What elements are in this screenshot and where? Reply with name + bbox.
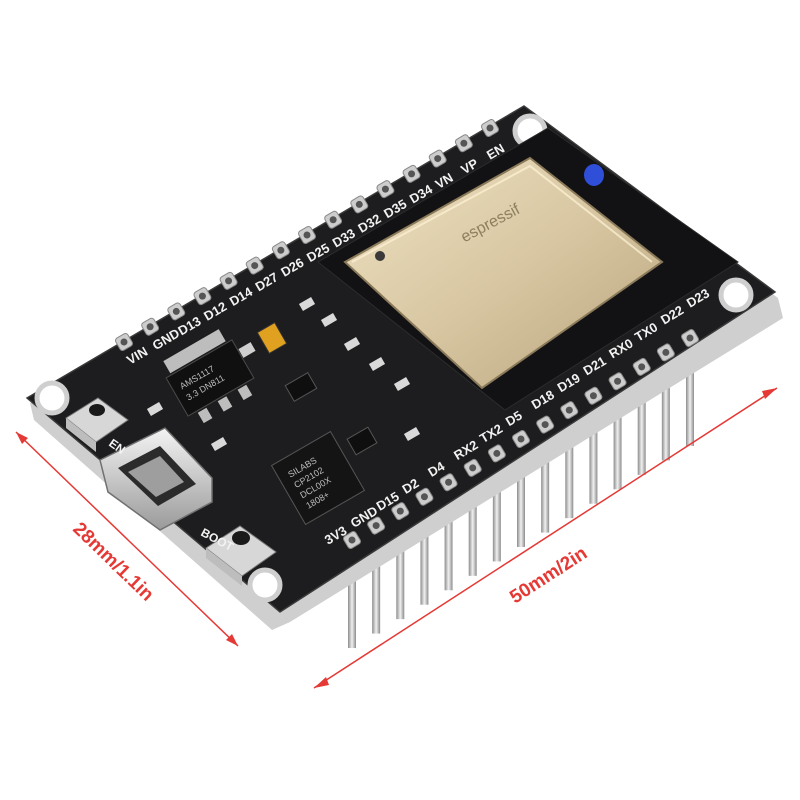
pin-hole-top-6	[251, 262, 259, 270]
voltage-regulator: AMS1117 3.3 DN811	[163, 329, 255, 424]
pin-hole-top-3	[172, 307, 180, 315]
header-pin-bottom-1	[348, 540, 356, 648]
pin-hole-bottom-10	[565, 406, 573, 414]
pin-hole-bottom-3	[396, 507, 404, 515]
pin-hole-bottom-15	[686, 334, 694, 342]
header-pin-bottom-7	[492, 453, 501, 562]
header-pin-bottom-12	[613, 381, 622, 490]
header-pin-bottom-8	[517, 439, 525, 547]
smd-components	[146, 297, 421, 456]
header-pin-bottom-3	[396, 511, 405, 620]
en-button[interactable]	[65, 397, 129, 452]
pin-hole-bottom-9	[541, 421, 549, 429]
length-dimension-label: 50mm/2in	[506, 543, 591, 608]
pin-hole-top-10	[355, 200, 363, 208]
pin-hole-bottom-2	[372, 522, 380, 530]
pin-hole-top-9	[329, 216, 337, 224]
esp32-shield	[343, 156, 664, 390]
pin-hole-bottom-13	[638, 363, 646, 371]
pin-hole-top-4	[198, 292, 206, 300]
pin-hole-bottom-11	[589, 392, 597, 400]
header-pin-bottom-5	[444, 482, 453, 591]
header-pin-bottom-14	[661, 352, 670, 461]
boot-button[interactable]	[205, 525, 277, 586]
pin-hole-top-2	[146, 323, 154, 331]
header-pin-bottom-9	[541, 424, 550, 533]
pin-hole-top-11	[381, 185, 389, 193]
shield-edge	[351, 164, 653, 263]
pin-label-d5-bottom-8: D5	[503, 408, 525, 429]
pin-hole-bottom-6	[469, 464, 477, 472]
blue-led	[584, 164, 604, 186]
pin-hole-bottom-8	[517, 435, 525, 443]
header-pin-bottom-13	[637, 366, 646, 475]
pin-hole-top-13	[434, 155, 442, 163]
pin-hole-top-8	[303, 231, 311, 239]
pin-label-d2-bottom-4: D2	[399, 475, 421, 496]
pin-hole-top-15	[486, 124, 494, 132]
header-pin-bottom-15	[686, 338, 694, 446]
pin-hole-top-7	[277, 246, 285, 254]
bottom-pin-pads	[343, 329, 699, 549]
header-pin-bottom-2	[372, 525, 381, 634]
header-pin-bottom-4	[420, 496, 429, 605]
pin-hole-bottom-4	[420, 493, 428, 501]
pin-hole-top-1	[120, 338, 128, 346]
shield-dot	[375, 251, 385, 261]
top-pin-pads	[115, 119, 499, 351]
pin-hole-bottom-7	[493, 449, 501, 457]
pin-hole-top-14	[460, 139, 468, 147]
micro-usb-port	[99, 427, 213, 531]
usb-serial-chip: SILABS CP2102 DCL00X 1808+	[270, 430, 366, 526]
header-pin-bottom-6	[468, 467, 477, 576]
pin-hole-bottom-5	[445, 478, 453, 486]
width-dimension-label: 28mm/1.1in	[69, 518, 158, 605]
pin-hole-bottom-14	[662, 348, 670, 356]
pin-hole-top-5	[225, 277, 233, 285]
header-pin-bottom-11	[589, 395, 598, 504]
pin-hole-top-12	[408, 170, 416, 178]
pin-hole-bottom-12	[614, 377, 622, 385]
header-pin-bottom-10	[565, 410, 574, 519]
pin-hole-bottom-1	[348, 536, 356, 544]
